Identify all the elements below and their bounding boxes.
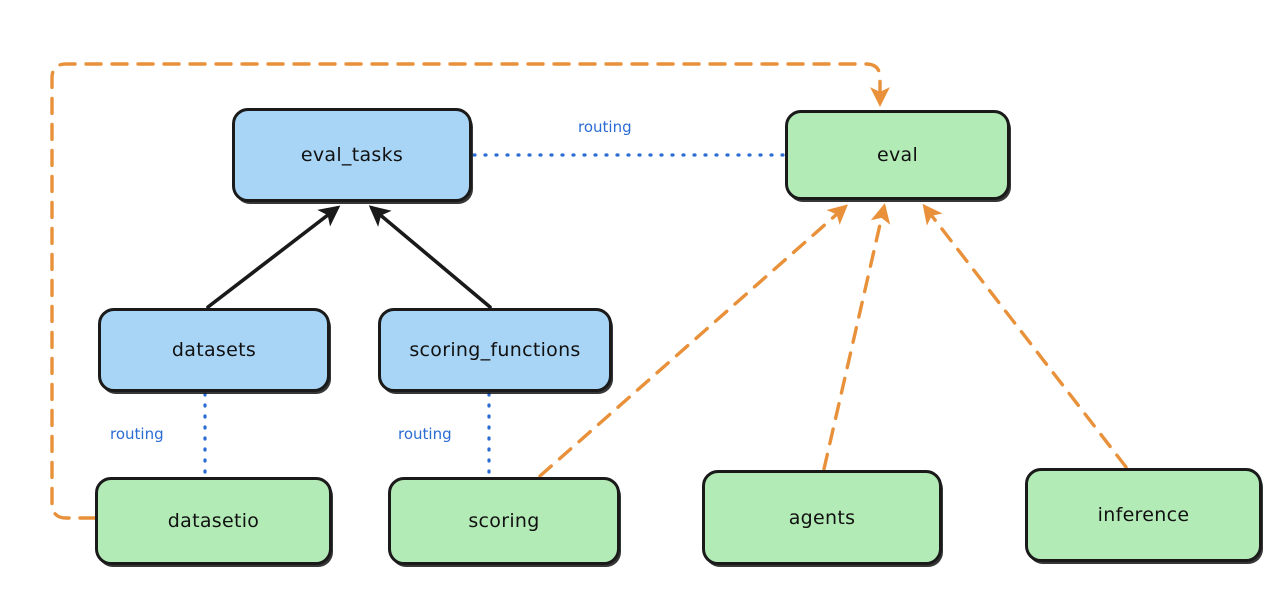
- node-eval[interactable]: eval: [785, 110, 1010, 200]
- node-label: datasets: [171, 339, 257, 361]
- node-scoring[interactable]: scoring: [388, 477, 620, 565]
- node-label: eval_tasks: [300, 144, 404, 166]
- edge-agents-to-eval: [822, 203, 891, 471]
- node-label: scoring_functions: [409, 339, 581, 361]
- node-label: scoring: [468, 510, 540, 532]
- node-label: agents: [788, 506, 856, 529]
- node-datasetio[interactable]: datasetio: [95, 477, 332, 565]
- node-label: inference: [1097, 504, 1190, 526]
- edge-label-routing-scoring-functions-scoring: routing: [398, 425, 452, 443]
- node-datasets[interactable]: datasets: [98, 308, 330, 392]
- edge-label-routing-eval-tasks-eval: routing: [578, 118, 632, 136]
- node-scoring-functions[interactable]: scoring_functions: [378, 308, 612, 392]
- edge-label-routing-datasets-datasetio: routing: [110, 425, 164, 443]
- node-eval-tasks[interactable]: eval_tasks: [232, 108, 472, 202]
- edge-scoring_functions-to-eval_tasks: [368, 205, 492, 309]
- node-label: datasetio: [167, 510, 260, 532]
- edge-datasets-to-eval_tasks: [206, 205, 341, 309]
- node-label: eval: [876, 144, 919, 166]
- edge-inference-to-eval: [922, 203, 1128, 469]
- node-inference[interactable]: inference: [1025, 468, 1262, 562]
- node-agents[interactable]: agents: [702, 470, 942, 565]
